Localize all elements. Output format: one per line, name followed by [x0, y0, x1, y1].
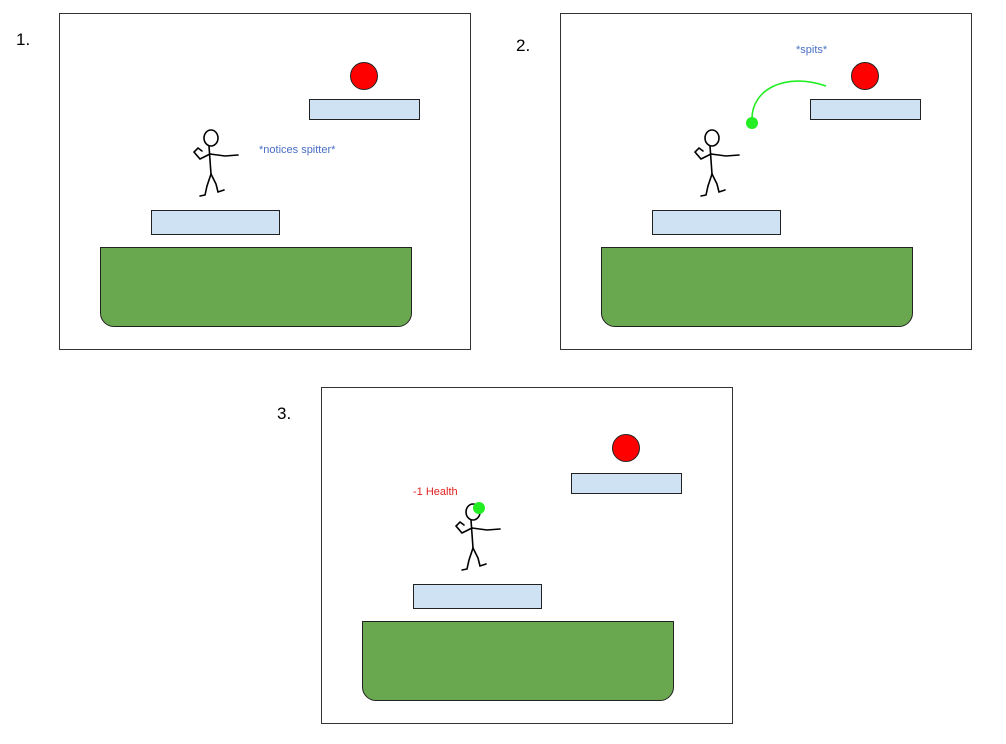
step-number-1: 1. — [16, 30, 31, 49]
stick-figure-player — [454, 503, 501, 571]
step-number-3: 3. — [277, 404, 292, 423]
panel-caption: *spits* — [796, 44, 828, 56]
spitter-enemy — [350, 62, 378, 90]
ground-block — [601, 247, 913, 327]
ground-block — [100, 247, 412, 327]
spit-trajectory — [751, 80, 827, 121]
spitter-enemy — [851, 62, 879, 90]
ground-block — [362, 621, 674, 701]
comic-panel-1: *notices spitter* — [59, 13, 471, 350]
step-number-2: 2. — [516, 36, 531, 55]
stick-figure-player — [693, 129, 740, 197]
upper-platform — [571, 473, 682, 494]
comic-panel-2: *spits* — [560, 13, 972, 350]
lower-platform — [652, 210, 781, 235]
panel-caption: *notices spitter* — [259, 144, 336, 156]
lower-platform — [413, 584, 542, 609]
spitter-enemy — [612, 434, 640, 462]
spit-projectile — [746, 117, 758, 129]
upper-platform — [309, 99, 420, 120]
lower-platform — [151, 210, 280, 235]
spit-splat — [473, 502, 485, 514]
comic-panel-3: -1 Health — [321, 387, 733, 724]
panel-caption: -1 Health — [413, 486, 458, 498]
stick-figure-player — [192, 129, 239, 197]
upper-platform — [810, 99, 921, 120]
